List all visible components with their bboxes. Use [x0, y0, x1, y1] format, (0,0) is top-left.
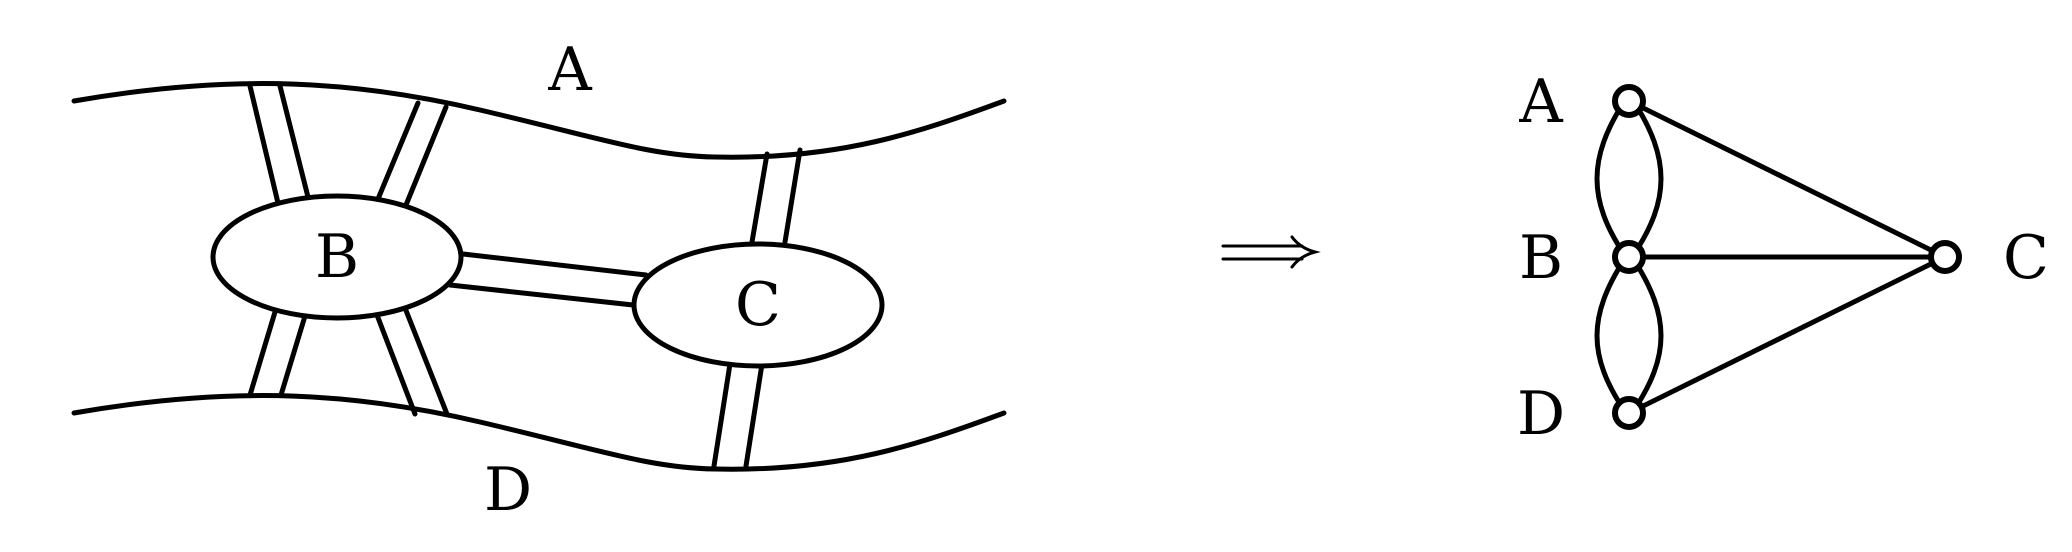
bridge-a-b-1 [247, 83, 311, 206]
bridge-a-c [749, 147, 803, 245]
bridge-c-d [711, 361, 765, 469]
node-label-c: C [2003, 223, 2049, 293]
node-a [1612, 84, 1646, 118]
bridge-b-d-1 [247, 309, 308, 398]
node-label-a: A [1518, 67, 1563, 137]
label-island-b: B [315, 222, 359, 292]
edge-a-b-right [1631, 99, 1664, 257]
label-south-bank: D [484, 455, 532, 525]
node-c [1928, 240, 1962, 274]
north-bank-shore [71, 81, 1007, 160]
bridge-b-d-2 [374, 305, 450, 417]
node-label-b: B [1519, 223, 1563, 293]
edge-b-d-left [1594, 257, 1627, 413]
node-d [1612, 396, 1646, 430]
island-c [631, 241, 885, 369]
label-north-bank: A [547, 35, 592, 105]
bridge-a-b-2 [375, 100, 449, 208]
edge-d-c [1626, 254, 1948, 416]
node-label-d: D [1517, 379, 1565, 449]
river-map: A B C D [71, 35, 1007, 525]
south-bank-shore [71, 393, 1007, 472]
edge-a-b-left [1594, 99, 1627, 257]
edge-b-d-right [1631, 257, 1664, 413]
implies-arrow-icon [1221, 235, 1321, 269]
multigraph: A B C D [1517, 67, 2049, 449]
bridge-b-c [447, 251, 649, 308]
label-island-c: C [735, 270, 781, 340]
island-b [210, 193, 464, 321]
edge-a-c [1626, 98, 1948, 260]
node-b [1612, 240, 1646, 274]
